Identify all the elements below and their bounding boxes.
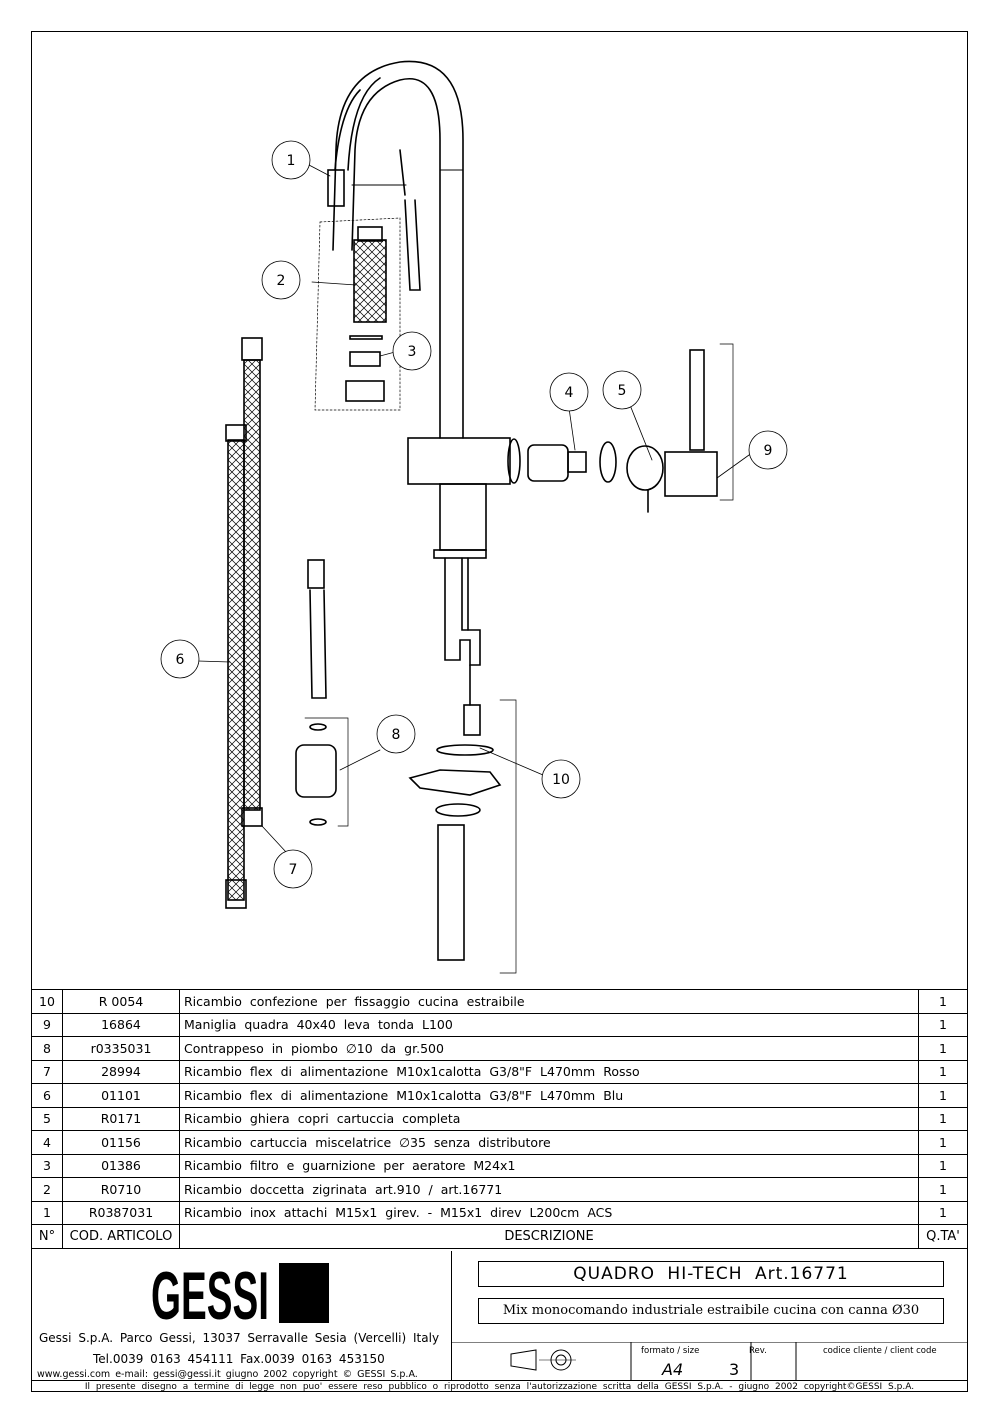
part-description: Ricambio flex di alimentazione M10x1calo… bbox=[179, 1059, 919, 1084]
part-number: 6 bbox=[31, 1083, 63, 1108]
part-quantity: 1 bbox=[918, 1083, 968, 1108]
part-number: 1 bbox=[31, 1200, 63, 1225]
part-code: r0335031 bbox=[62, 1036, 180, 1061]
header-code: COD. ARTICOLO bbox=[62, 1224, 180, 1249]
part-9-handle bbox=[664, 451, 718, 497]
part-description: Ricambio ghiera copri cartuccia completa bbox=[179, 1106, 919, 1131]
callout-8: 8 bbox=[392, 727, 401, 743]
exploded-view-drawing: 1 2 3 4 5 9 6 7 8 10 bbox=[160, 60, 788, 974]
callouts bbox=[160, 140, 788, 889]
part-6-flex-blu bbox=[227, 439, 245, 901]
part-quantity: 1 bbox=[918, 1059, 968, 1084]
part-description: Ricambio filtro e guarnizione per aerato… bbox=[179, 1153, 919, 1178]
part-description: Ricambio confezione per fissaggio cucina… bbox=[179, 989, 919, 1014]
callout-2: 2 bbox=[277, 273, 286, 289]
part-number: 8 bbox=[31, 1036, 63, 1061]
client-code-label: codice cliente / client code bbox=[823, 1346, 937, 1356]
header-number: N° bbox=[31, 1224, 63, 1249]
part-description: Maniglia quadra 40x40 leva tonda L100 bbox=[179, 1012, 919, 1037]
drawing-frame bbox=[31, 31, 968, 1392]
callout-4: 4 bbox=[565, 385, 574, 401]
part-quantity: 1 bbox=[918, 1012, 968, 1037]
part-description: Ricambio flex di alimentazione M10x1calo… bbox=[179, 1083, 919, 1108]
callout-7: 7 bbox=[289, 862, 298, 878]
format-label: formato / size bbox=[641, 1346, 700, 1356]
part-number: 5 bbox=[31, 1106, 63, 1131]
part-quantity: 1 bbox=[918, 1130, 968, 1155]
part-code: R 0054 bbox=[62, 989, 180, 1014]
format-value: A4 bbox=[662, 1360, 684, 1379]
rev-value: 3 bbox=[729, 1360, 740, 1379]
part-quantity: 1 bbox=[918, 1200, 968, 1225]
header-description: DESCRIZIONE bbox=[179, 1224, 919, 1249]
projection-symbol bbox=[451, 1342, 968, 1380]
part-quantity: 1 bbox=[918, 1177, 968, 1202]
part-code: R0387031 bbox=[62, 1200, 180, 1225]
rev-label: Rev. bbox=[749, 1346, 767, 1356]
title-block: GESSI Gessi S.p.A. Parco Gessi, 13037 Se… bbox=[31, 1251, 968, 1380]
part-description: Ricambio cartuccia miscelatrice ∅35 senz… bbox=[179, 1130, 919, 1155]
callout-5: 5 bbox=[618, 383, 627, 399]
part-code: 01386 bbox=[62, 1153, 180, 1178]
callout-6: 6 bbox=[176, 652, 185, 668]
legal-footer: Il presente disegno a termine di legge n… bbox=[31, 1380, 968, 1392]
part-10-bracket bbox=[408, 769, 502, 796]
product-title: QUADRO HI-TECH Art.16771 bbox=[478, 1261, 944, 1287]
part-number: 2 bbox=[31, 1177, 63, 1202]
part-quantity: 1 bbox=[918, 1036, 968, 1061]
product-subtitle: Mix monocomando industriale estraibile c… bbox=[478, 1298, 944, 1324]
parts-table-header: N° COD. ARTICOLO DESCRIZIONE Q.TA' bbox=[31, 1224, 968, 1249]
callout-1: 1 bbox=[287, 153, 296, 169]
spout bbox=[351, 78, 441, 439]
part-code: R0171 bbox=[62, 1106, 180, 1131]
part-code: 01101 bbox=[62, 1083, 180, 1108]
part-8-weight bbox=[295, 744, 337, 798]
part-description: Ricambio doccetta zigrinata art.910 / ar… bbox=[179, 1177, 919, 1202]
part-code: R0710 bbox=[62, 1177, 180, 1202]
part-code: 28994 bbox=[62, 1059, 180, 1084]
header-quantity: Q.TA' bbox=[918, 1224, 968, 1249]
mixer-body bbox=[407, 437, 511, 485]
gessi-logo: GESSI bbox=[151, 1261, 329, 1327]
part-code: 16864 bbox=[62, 1012, 180, 1037]
svg-text:GESSI: GESSI bbox=[151, 1261, 269, 1327]
part-number: 9 bbox=[31, 1012, 63, 1037]
part-description: Ricambio inox attachi M15x1 girev. - M15… bbox=[179, 1200, 919, 1225]
part-description: Contrappeso in piombo ∅10 da gr.500 bbox=[179, 1036, 919, 1061]
callout-10: 10 bbox=[552, 772, 570, 788]
part-7-flex-rosso bbox=[243, 359, 261, 811]
part-quantity: 1 bbox=[918, 989, 968, 1014]
callout-3: 3 bbox=[408, 344, 417, 360]
part-number: 7 bbox=[31, 1059, 63, 1084]
part-quantity: 1 bbox=[918, 1153, 968, 1178]
company-address: Gessi S.p.A. Parco Gessi, 13037 Serraval… bbox=[39, 1331, 440, 1345]
divider bbox=[451, 1251, 452, 1380]
callout-9: 9 bbox=[764, 443, 773, 459]
part-2-spray-head bbox=[353, 239, 387, 323]
part-number: 4 bbox=[31, 1130, 63, 1155]
part-number: 3 bbox=[31, 1153, 63, 1178]
part-quantity: 1 bbox=[918, 1106, 968, 1131]
part-code: 01156 bbox=[62, 1130, 180, 1155]
company-phone: Tel.0039 0163 454111 Fax.0039 0163 45315… bbox=[93, 1352, 385, 1366]
company-web: www.gessi.com e-mail: gessi@gessi.it giu… bbox=[37, 1369, 418, 1380]
part-4-cartridge bbox=[527, 444, 569, 482]
part-number: 10 bbox=[31, 989, 63, 1014]
